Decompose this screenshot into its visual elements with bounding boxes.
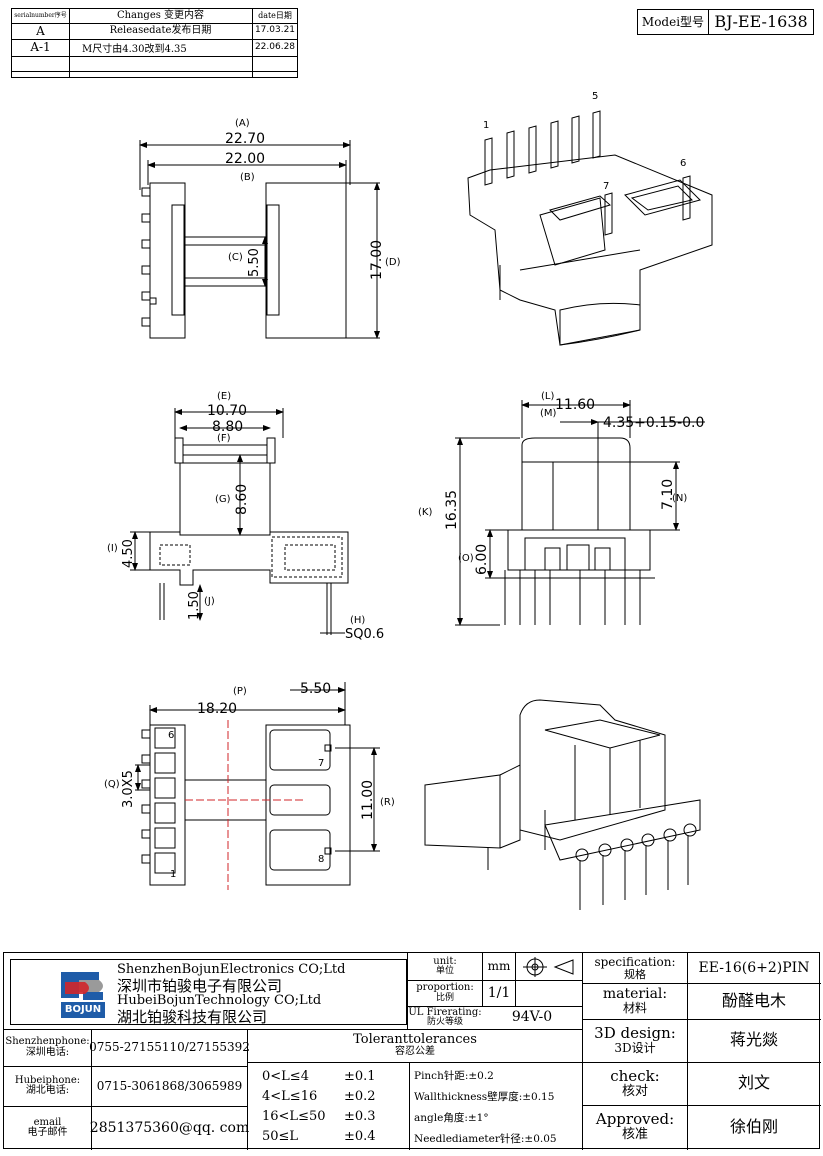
dim-N-label: (N) [672, 493, 687, 504]
technical-drawing: (A) 22.70 22.00 (B) (C) 5.50 17.00 (D) 1… [104, 91, 713, 910]
iso-view-bottom [424, 699, 701, 910]
dim-H-value: SQ0.6 [345, 627, 384, 642]
dim-J-value: 1.50 [187, 591, 202, 620]
rev-row-serial: A [36, 23, 45, 38]
dim-C-label: (C) [228, 252, 243, 263]
front-view [455, 400, 705, 626]
dim-I-value: 4.50 [121, 539, 136, 568]
dim-F-value: 8.80 [212, 419, 243, 435]
dim-E-label: (E) [217, 391, 231, 402]
dim-M-label: (M) [540, 408, 557, 419]
dim-P-value: 18.20 [197, 701, 237, 717]
approved-label: Approved: 核准 [595, 1110, 675, 1143]
rev-row-change: M尺寸由4.30改到4.35 [82, 44, 187, 55]
ul-label: UL Firerating: 防火等级 [408, 1006, 482, 1028]
rev-row-serial: A-1 [30, 40, 51, 55]
pin-label-7: 7 [318, 758, 324, 769]
pin-label-8: 8 [318, 854, 324, 865]
unit-value: mm [487, 959, 511, 974]
dim-N-value: 7.10 [660, 479, 676, 510]
side-view [130, 408, 349, 635]
dim-Q-label: (Q) [104, 779, 120, 790]
rev-row-change: Releasedate发布日期 [109, 24, 212, 36]
bottom-view [135, 682, 380, 890]
model-value: BJ-EE-1638 [714, 11, 808, 31]
dim-P-label: (P) [233, 686, 247, 697]
company-en-2: HubeiBojunTechnology CO;Ltd [117, 993, 322, 1008]
model-label: Modei型号 [641, 14, 705, 29]
dim-R-label: (R) [380, 797, 395, 808]
pin-label-7: 7 [603, 181, 609, 192]
dim-D-label: (D) [385, 257, 401, 268]
dim-B-value: 22.00 [225, 151, 265, 167]
pin-label-6: 6 [680, 158, 686, 169]
pin-label-5: 5 [592, 91, 598, 102]
dim-I-label: (I) [107, 543, 118, 554]
spec-label: specification: 规格 [594, 954, 676, 981]
dim-G-value: 8.60 [234, 484, 250, 515]
iso-view-top [467, 110, 713, 346]
rev-row-date: 22.06.28 [254, 41, 296, 52]
check-label: check: 核对 [610, 1066, 660, 1099]
tolerance-table: 0<L≤4±0.1 4<L≤16±0.2 16<L≤50±0.3 50≤L±0.… [262, 1068, 376, 1144]
title-block: BOJUN ShenzhenBojunElectronics CO;Ltd 深圳… [3, 952, 821, 1150]
check-value: 刘文 [737, 1073, 770, 1093]
sz-phone-value: 0755-27155110/27155392 [89, 1040, 250, 1055]
hb-phone-value: 0715-3061868/3065989 [96, 1078, 243, 1093]
dim-O-value: 6.00 [474, 544, 490, 575]
dim-L-label: (L) [541, 391, 554, 402]
dim-E-value: 10.70 [207, 403, 247, 419]
dim-B-label: (B) [240, 172, 255, 183]
dim-M-value: 4.35+0.15-0.0 [603, 415, 704, 431]
approved-value: 徐伯刚 [729, 1116, 778, 1136]
proportion-value: 1/1 [487, 984, 511, 1001]
dim-R-value: 11.00 [360, 780, 376, 820]
rev-header-changes: Changes 变更内容 [116, 9, 205, 21]
tolerance-title: Toleranttolerances 容忍公差 [353, 1032, 477, 1058]
dim-A-label: (A) [235, 118, 250, 129]
dim-O-label: (O) [458, 553, 474, 564]
tolerance-notes: Pinch针距:±0.2 Wallthickness壁厚度:±0.15 angl… [414, 1070, 557, 1145]
material-value: 酚醛电木 [721, 990, 786, 1010]
email-label: email 电子邮件 [27, 1116, 68, 1138]
dim-A-value: 22.70 [225, 131, 265, 147]
dim-D-value: 17.00 [369, 240, 385, 280]
ul-value: 94V-0 [511, 1009, 553, 1026]
email-value: 2851375360@qq. com [89, 1119, 250, 1136]
dim-H-label: (H) [350, 615, 365, 626]
dim-K-label: (K) [418, 507, 432, 518]
revision-table: serialnumber序号 Changes 变更内容 date日期 A Rel… [11, 8, 298, 78]
dim-F-label: (F) [217, 433, 231, 444]
company-en-1: ShenzhenBojunElectronics CO;Ltd [117, 962, 346, 977]
company-box: BOJUN ShenzhenBojunElectronics CO;Ltd 深圳… [10, 959, 407, 1026]
spec-value: EE-16(6+2)PIN [698, 959, 810, 976]
dim-J-label: (J) [204, 596, 215, 607]
hb-phone-label: Hubeiphone: 湖北电话: [14, 1074, 81, 1096]
company-cn-2: 湖北铂骏科技有限公司 [117, 1008, 268, 1026]
pin-label-6: 6 [168, 730, 174, 741]
bojun-logo-icon [61, 972, 105, 1018]
pin-label-1: 1 [483, 120, 489, 131]
unit-label: unit: 单位 [433, 955, 457, 977]
model-box: Modei型号 BJ-EE-1638 [637, 9, 814, 35]
pin-label-1: 1 [170, 869, 176, 880]
sz-phone-label: Shenzhenphone: 深圳电话: [5, 1036, 90, 1058]
rev-header-serial: serialnumber序号 [14, 11, 67, 19]
design-label: 3D design: 3D设计 [594, 1024, 676, 1056]
proportion-label: proportion: 比例 [416, 982, 474, 1003]
dim-C-value: 5.50 [247, 248, 262, 277]
dim-G-label: (G) [215, 494, 231, 505]
rev-header-date: date日期 [258, 10, 292, 20]
rev-row-date: 17.03.21 [254, 25, 296, 36]
design-value: 蒋光燚 [729, 1030, 778, 1050]
dim-K-value: 16.35 [444, 490, 460, 530]
company-cn-1: 深圳市铂骏电子有限公司 [117, 977, 283, 995]
logo-text: BOJUN [64, 1004, 102, 1015]
material-label: material: 材料 [602, 986, 668, 1016]
dim-top-value: 5.50 [300, 681, 331, 697]
projection-symbol-icon [523, 957, 574, 977]
dim-L-value: 11.60 [555, 397, 595, 413]
top-view [139, 140, 380, 339]
dim-Q-value: 3.0X5 [121, 770, 136, 808]
